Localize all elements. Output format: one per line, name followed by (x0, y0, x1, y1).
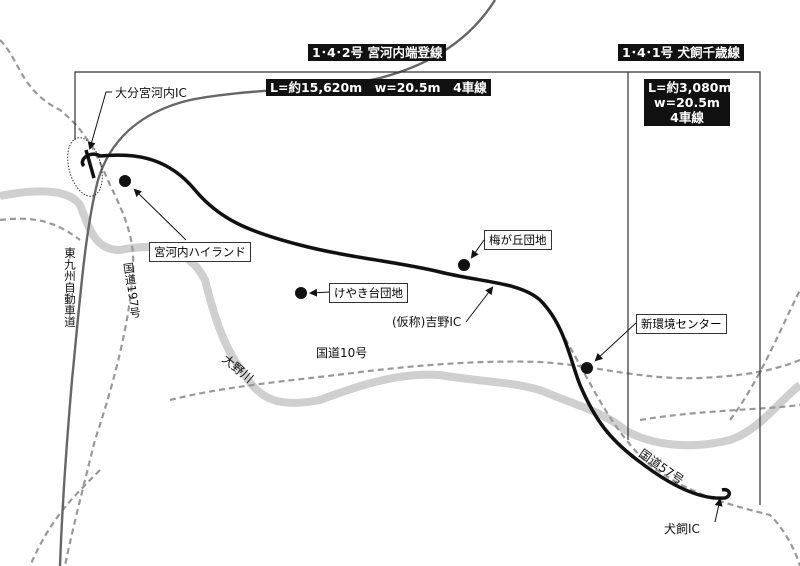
route-57-line (559, 329, 800, 566)
local-road-se (639, 403, 800, 422)
inukai-ic-label: 犬飼IC (664, 522, 700, 536)
env-center-leader (594, 322, 637, 362)
river-ono (0, 187, 800, 450)
keyakidai-leader (309, 288, 331, 297)
inukai-ic-leader (714, 498, 723, 523)
env-center-marker (581, 362, 593, 374)
route10-label: 国道10号 (316, 346, 368, 360)
oita-ic-label: 大分宮河内IC (115, 86, 187, 100)
oita-ic-leader (87, 91, 112, 150)
highland-marker (119, 175, 131, 187)
oita-ic-area (67, 137, 103, 197)
yoshino-ic-leader (465, 286, 494, 323)
expressway-line (58, 0, 497, 566)
east-route-width: w=20.5m (654, 95, 720, 110)
west-route-name: 1･4･2号 宮河内端登線 (308, 44, 447, 61)
local-road-south (28, 469, 101, 566)
west-route-spec: L=約15,620m w=20.5m 4車線 (266, 79, 491, 96)
umegaoka-leader (470, 239, 485, 259)
local-road-east (729, 289, 800, 421)
route-10-line (169, 358, 800, 402)
highland-label: 宮河内ハイランド (149, 242, 251, 262)
yoshino-ic-label: (仮称)吉野IC (392, 315, 462, 329)
umegaoka-label: 梅が丘団地 (484, 230, 552, 250)
umegaoka-marker (458, 259, 470, 271)
keyakidai-marker (295, 287, 307, 299)
east-route-spec: L=約3,080m w=20.5m 4車線 (644, 79, 732, 126)
east-route-lanes: 4車線 (670, 110, 704, 125)
main-road-line (80, 149, 731, 500)
section-frame-west (74, 71, 761, 505)
expressway-label: 東九州自動車道 (63, 247, 77, 328)
local-road-north (0, 217, 81, 241)
highland-leader (133, 188, 187, 241)
river-tributary (479, 0, 620, 120)
keyakidai-label: けやき台団地 (329, 283, 408, 303)
env-center-label: 新環境センター (636, 314, 727, 334)
route-197-line (0, 39, 135, 566)
east-route-name: 1･4･1号 犬飼千歳線 (618, 44, 744, 61)
east-route-length: L=約3,080m (648, 80, 732, 95)
